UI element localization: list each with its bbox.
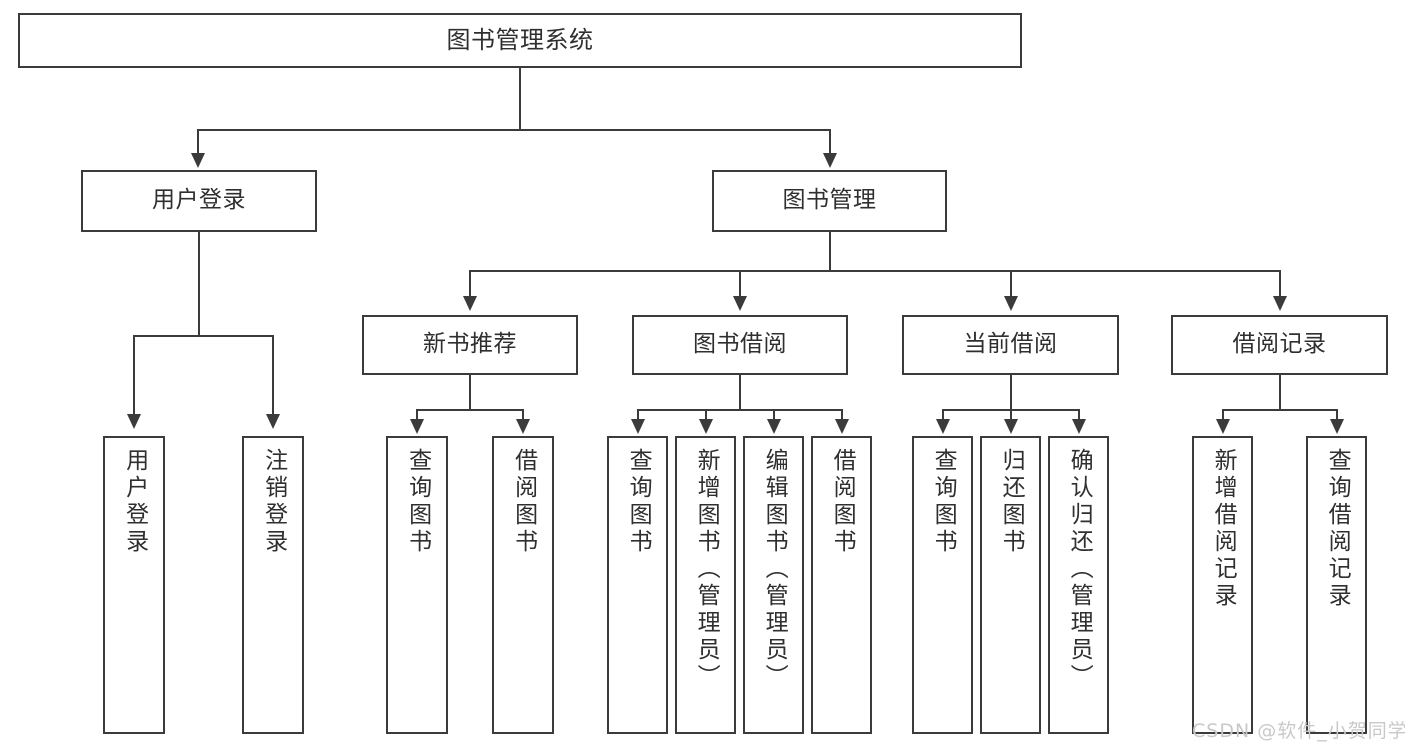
node-leaf-query-record-label: 查询借阅记录 [1324, 448, 1351, 610]
arrow-to-leaf-user-login [127, 414, 141, 429]
edge-level3-drop-3 [1010, 270, 1012, 298]
edge-user-login-stem [198, 232, 200, 336]
arrow-to-leaf-query-book-1 [410, 419, 424, 434]
arrow-to-leaf-query-record [1330, 419, 1344, 434]
edge-user-login-bus [133, 335, 273, 337]
arrow-to-leaf-query-book-3 [936, 419, 950, 434]
arrow-to-new-book-recommend [463, 296, 477, 311]
edge-level3-drop-4 [1279, 270, 1281, 298]
arrow-to-leaf-add-book [699, 419, 713, 434]
edge-level2-bus [197, 129, 831, 131]
edge-new-book-drop-1 [416, 409, 418, 421]
node-leaf-user-login[interactable]: 用户登录 [103, 436, 165, 734]
arrow-to-leaf-edit-book [767, 419, 781, 434]
arrow-to-leaf-confirm-return [1072, 419, 1086, 434]
edge-book-borrow-stem [739, 375, 741, 410]
node-leaf-edit-book[interactable]: 编辑图书（管理员） [743, 436, 804, 734]
node-user-login-label: 用户登录 [152, 187, 246, 214]
node-leaf-borrow-book-2[interactable]: 借阅图书 [811, 436, 872, 734]
arrow-to-leaf-add-record [1216, 419, 1230, 434]
arrow-to-leaf-borrow-book-1 [516, 419, 530, 434]
edge-book-management-stem [829, 232, 831, 272]
node-leaf-borrow-book-2-label: 借阅图书 [829, 448, 856, 556]
edge-root-stem [519, 68, 521, 130]
arrow-to-leaf-borrow-book-2 [835, 419, 849, 434]
node-new-book-recommend-label: 新书推荐 [423, 331, 517, 358]
edge-borrow-record-drop-1 [1222, 409, 1224, 421]
arrow-to-book-management [823, 153, 837, 168]
node-current-borrow-label: 当前借阅 [963, 331, 1058, 358]
edge-user-login-drop-1 [133, 335, 135, 416]
node-leaf-query-book-1[interactable]: 查询图书 [386, 436, 448, 734]
edge-level2-drop-book [829, 129, 831, 155]
node-borrow-record[interactable]: 借阅记录 [1171, 315, 1388, 375]
edge-new-book-stem [469, 375, 471, 410]
arrow-to-current-borrow [1004, 296, 1018, 311]
node-leaf-add-book[interactable]: 新增图书（管理员） [675, 436, 736, 734]
node-leaf-query-book-2[interactable]: 查询图书 [607, 436, 668, 734]
edge-new-book-bus [416, 409, 524, 411]
edge-level2-drop-user [197, 129, 199, 155]
node-root-label: 图书管理系统 [446, 26, 594, 55]
node-new-book-recommend[interactable]: 新书推荐 [362, 315, 578, 375]
node-leaf-add-book-label: 新增图书（管理员） [693, 448, 720, 691]
node-leaf-logout-label: 注销登录 [260, 448, 287, 556]
edge-book-borrow-drop-2 [705, 409, 707, 421]
node-book-management-label: 图书管理 [782, 187, 877, 214]
edge-book-borrow-bus [637, 409, 843, 411]
edge-level3-drop-1 [469, 270, 471, 298]
node-leaf-confirm-return-label: 确认归还（管理员） [1066, 448, 1093, 691]
edge-level3-bus [469, 270, 1280, 272]
node-leaf-confirm-return[interactable]: 确认归还（管理员） [1048, 436, 1109, 734]
node-leaf-return-book-label: 归还图书 [998, 448, 1025, 556]
edge-book-borrow-drop-4 [841, 409, 843, 421]
edge-level3-drop-2 [739, 270, 741, 298]
edge-current-borrow-stem [1010, 375, 1012, 410]
node-borrow-record-label: 借阅记录 [1232, 331, 1327, 358]
edge-borrow-record-drop-2 [1336, 409, 1338, 421]
node-leaf-query-book-2-label: 查询图书 [625, 448, 652, 556]
edge-borrow-record-stem [1279, 375, 1281, 410]
arrow-to-book-borrow [733, 296, 747, 311]
arrow-to-borrow-record [1273, 296, 1287, 311]
node-leaf-return-book[interactable]: 归还图书 [980, 436, 1041, 734]
node-leaf-query-book-3-label: 查询图书 [930, 448, 957, 556]
node-root[interactable]: 图书管理系统 [18, 13, 1022, 68]
arrow-to-leaf-return-book [1004, 419, 1018, 434]
edge-book-borrow-drop-1 [637, 409, 639, 421]
csdn-watermark: CSDN @软件_小贺同学 [1192, 720, 1405, 742]
node-current-borrow[interactable]: 当前借阅 [902, 315, 1119, 375]
node-leaf-borrow-book-1-label: 借阅图书 [510, 448, 537, 556]
edge-user-login-drop-2 [272, 335, 274, 416]
node-user-login[interactable]: 用户登录 [81, 170, 317, 232]
edge-borrow-record-bus [1222, 409, 1338, 411]
edge-current-borrow-drop-3 [1078, 409, 1080, 421]
arrow-to-leaf-query-book-2 [631, 419, 645, 434]
node-book-borrow[interactable]: 图书借阅 [632, 315, 848, 375]
node-leaf-borrow-book-1[interactable]: 借阅图书 [492, 436, 554, 734]
edge-new-book-drop-2 [522, 409, 524, 421]
node-leaf-query-book-1-label: 查询图书 [404, 448, 431, 556]
node-leaf-edit-book-label: 编辑图书（管理员） [761, 448, 788, 691]
edge-current-borrow-drop-2 [1010, 409, 1012, 421]
node-book-management[interactable]: 图书管理 [712, 170, 947, 232]
node-leaf-query-record[interactable]: 查询借阅记录 [1306, 436, 1367, 734]
node-book-borrow-label: 图书借阅 [693, 331, 787, 358]
node-leaf-add-record-label: 新增借阅记录 [1210, 448, 1237, 610]
node-leaf-user-login-label: 用户登录 [121, 448, 148, 556]
arrow-to-leaf-logout [266, 414, 280, 429]
edge-book-borrow-drop-3 [773, 409, 775, 421]
node-leaf-add-record[interactable]: 新增借阅记录 [1192, 436, 1253, 734]
arrow-to-user-login [191, 153, 205, 168]
node-leaf-query-book-3[interactable]: 查询图书 [912, 436, 973, 734]
node-leaf-logout[interactable]: 注销登录 [242, 436, 304, 734]
edge-current-borrow-drop-1 [942, 409, 944, 421]
